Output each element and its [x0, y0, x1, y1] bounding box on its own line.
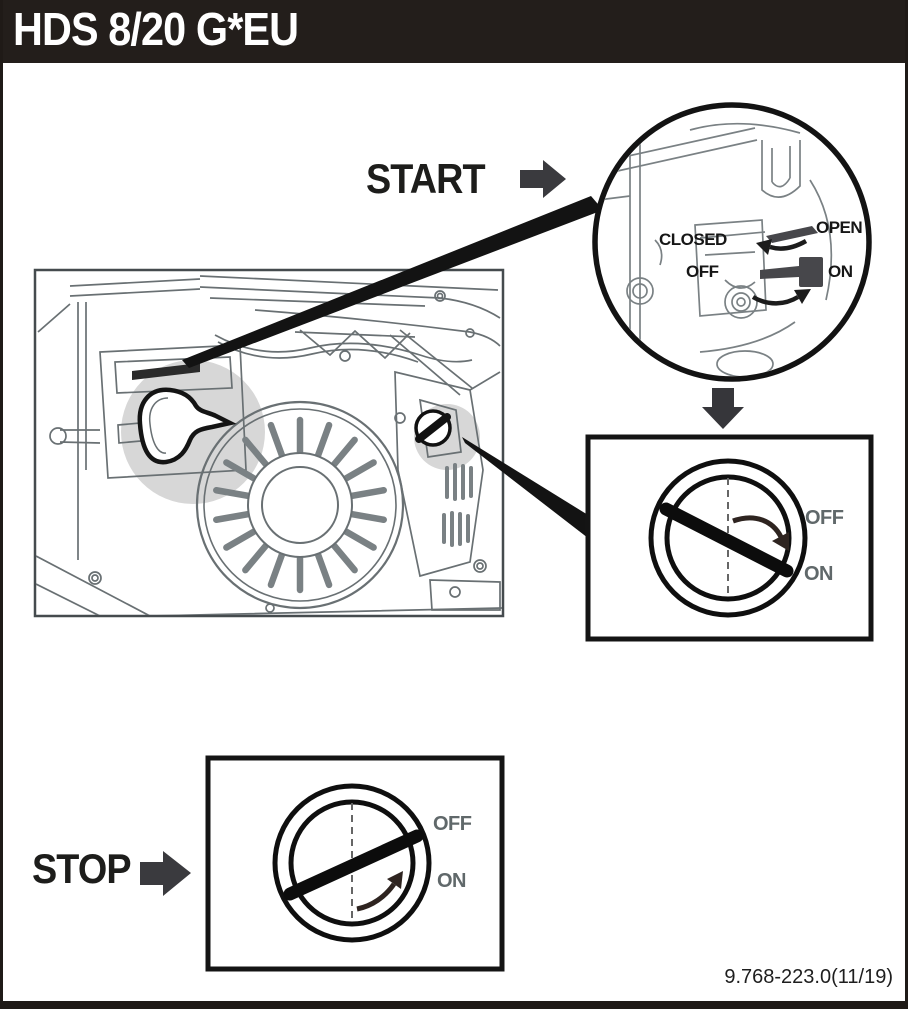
page-title: HDS 8/20 G*EU [13, 3, 299, 55]
vent-slots [442, 463, 473, 547]
fan-cover [195, 400, 405, 610]
choke-lever [137, 387, 237, 465]
stop-switch-dial [272, 783, 432, 943]
stop-switch-off-label: OFF [433, 813, 472, 835]
start-pointer-arrow-right-icon [520, 160, 566, 198]
callout-line-choke [182, 196, 603, 368]
fuel-direction-arrow [751, 289, 811, 306]
footer-bar [0, 1001, 908, 1009]
choke-open-label: OPEN [816, 218, 863, 237]
stop-switch-on-label: ON [437, 870, 467, 892]
start-rotation-arrow [732, 515, 789, 551]
start-switch-off-label: OFF [805, 507, 844, 529]
choke-lever-detail [766, 226, 818, 243]
page-border-left [0, 0, 3, 1009]
switch-handle [283, 829, 424, 901]
start-switch-on-label: ON [804, 563, 834, 585]
choke-slider-bar [132, 363, 200, 380]
engine-illustration [33, 268, 505, 618]
choke-direction-arrow [756, 239, 808, 255]
stop-switch-box [205, 755, 505, 972]
stop-pointer-arrow-right-icon [140, 851, 191, 896]
stop-rotation-arrow [356, 871, 403, 912]
engine-switch-knob [414, 409, 452, 447]
block-arrow-down-icon [702, 388, 744, 429]
fuel-valve-lever-detail [760, 257, 823, 287]
stop-label: STOP [32, 845, 132, 892]
fuel-on-label: ON [828, 262, 853, 281]
choke-closed-label: CLOSED [659, 230, 727, 249]
doc-number: 9.768-223.0(11/19) [724, 966, 893, 988]
magnifier-linework [598, 122, 833, 376]
fuel-off-label: OFF [686, 262, 719, 281]
magnifier-circle [592, 102, 872, 382]
header-bar: HDS 8/20 G*EU [0, 0, 908, 63]
start-label: START [366, 155, 486, 202]
start-switch-box [585, 434, 874, 642]
choke-lever-inner-line [148, 397, 169, 454]
callout-line-switch [462, 437, 588, 538]
switch-handle [659, 502, 794, 578]
page-border-right [905, 0, 908, 1009]
